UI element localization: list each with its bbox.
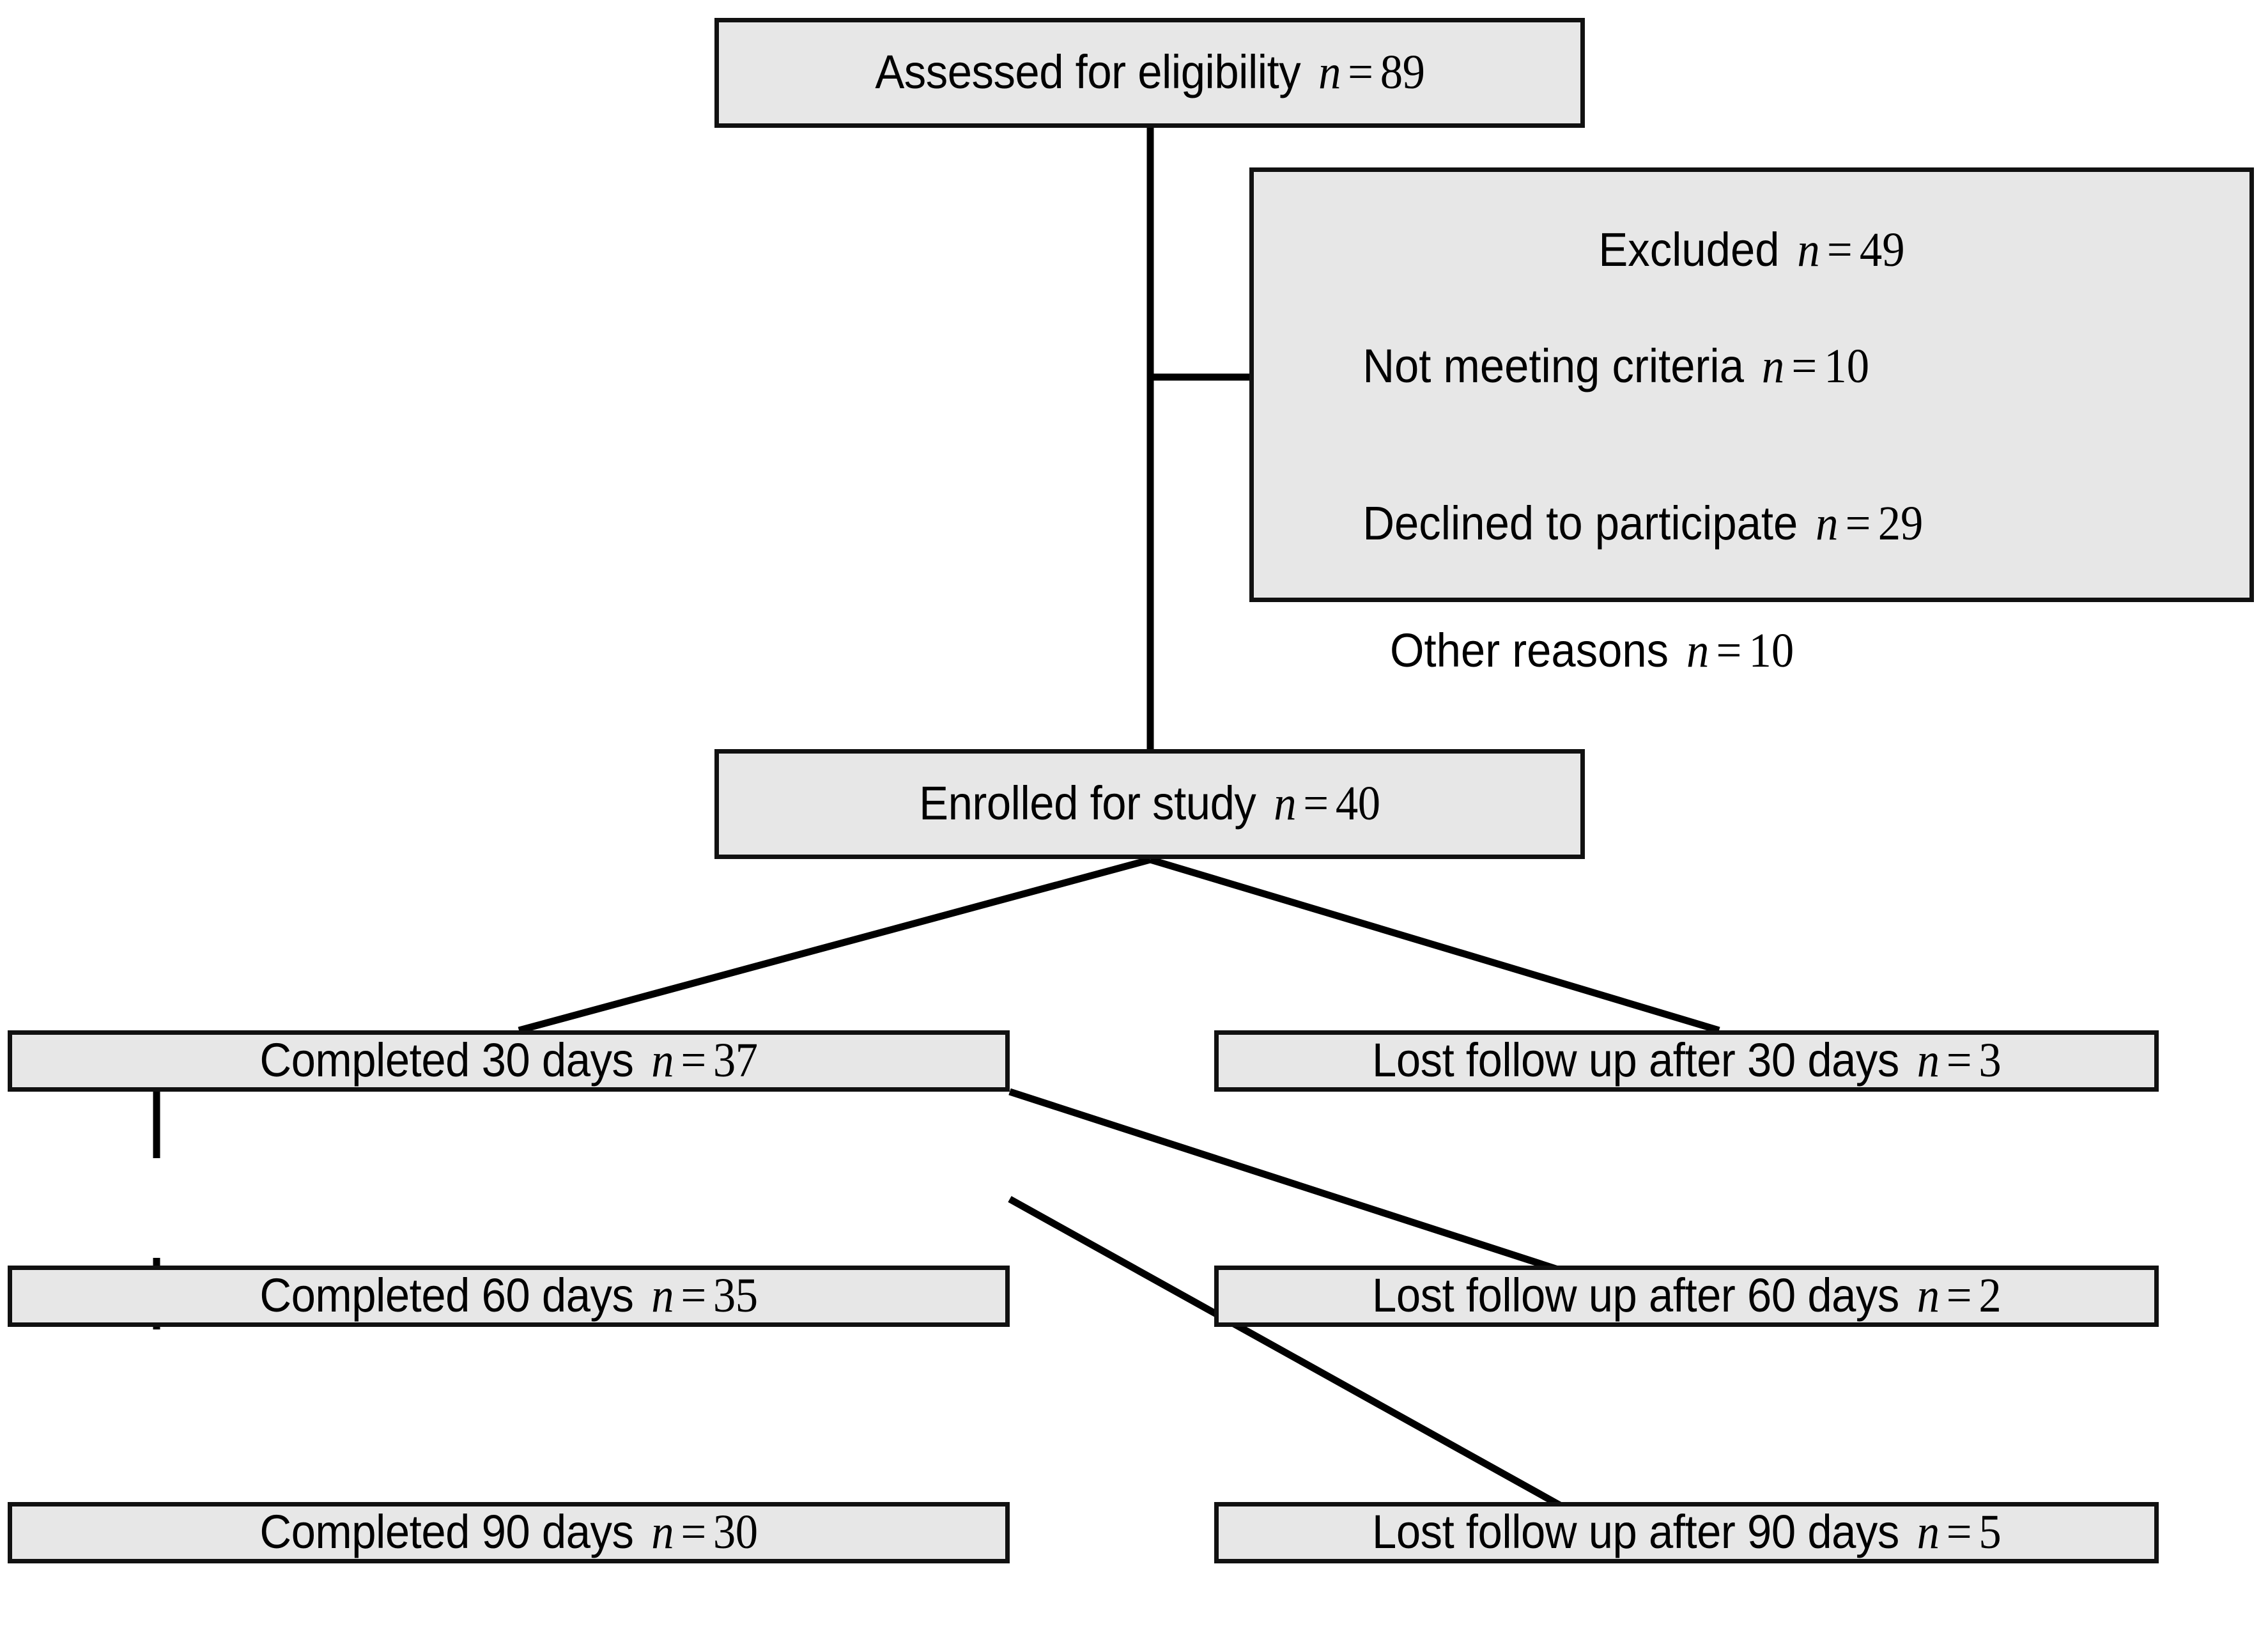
enrolled-text: Enrolled for study	[919, 777, 1256, 830]
excluded-reason-not-meeting-criteria: Not meeting criteria n=10	[1292, 342, 2268, 391]
completed-90-text: Completed 90 days	[259, 1505, 634, 1559]
lost-90-text: Lost follow up after 90 days	[1371, 1505, 1899, 1559]
lost-30-n-value: 3	[1979, 1034, 2002, 1088]
node-lost-90-label: Lost follow up after 90 days n=5	[1371, 1505, 2002, 1560]
completed-30-text: Completed 30 days	[259, 1034, 634, 1087]
node-completed-30-days[interactable]: Completed 30 days n=37	[8, 1030, 1010, 1092]
node-lost-follow-up-90-days[interactable]: Lost follow up after 90 days n=5	[1214, 1502, 2159, 1563]
excluded-equals: =	[1826, 223, 1853, 277]
node-completed-30-label: Completed 30 days n=37	[259, 1034, 758, 1088]
assessed-text: Assessed for eligibility	[874, 45, 1300, 99]
lost-60-equals: =	[1946, 1269, 1972, 1323]
not-meeting-criteria-n-value: 10	[1824, 339, 1870, 393]
excluded-header: Excluded n=49	[1289, 226, 2215, 274]
node-lost-follow-up-30-days[interactable]: Lost follow up after 30 days n=3	[1214, 1030, 2159, 1092]
declined-to-participate-n-value: 29	[1878, 497, 1924, 550]
node-lost-60-label: Lost follow up after 60 days n=2	[1371, 1269, 2002, 1323]
excluded-n-symbol: n	[1797, 223, 1820, 277]
connector-completed30-to-lost60	[1008, 1088, 1567, 1276]
completed-90-n-symbol: n	[651, 1505, 674, 1560]
completed-30-equals: =	[681, 1034, 706, 1088]
declined-to-participate-equals: =	[1845, 497, 1871, 550]
completed-60-equals: =	[681, 1269, 706, 1323]
node-assessed-label: Assessed for eligibility n=89	[874, 45, 1425, 100]
completed-30-n-value: 37	[713, 1034, 758, 1088]
declined-to-participate-n-symbol: n	[1816, 497, 1839, 550]
other-reasons-equals: =	[1716, 624, 1742, 678]
excluded-n-value: 49	[1859, 223, 1905, 277]
excluded-reason-declined-to-participate: Declined to participate n=29	[1292, 499, 2268, 548]
lost-60-n-symbol: n	[1917, 1269, 1940, 1323]
completed-30-n-symbol: n	[651, 1034, 674, 1088]
enrolled-equals: =	[1303, 777, 1329, 831]
node-lost-30-label: Lost follow up after 30 days n=3	[1371, 1034, 2002, 1088]
other-reasons-n-symbol: n	[1686, 624, 1709, 678]
lost-30-text: Lost follow up after 30 days	[1371, 1034, 1899, 1087]
completed-60-n-symbol: n	[651, 1269, 674, 1323]
node-assessed-for-eligibility[interactable]: Assessed for eligibility n=89	[714, 18, 1585, 128]
not-meeting-criteria-equals: =	[1791, 339, 1817, 393]
node-completed-60-label: Completed 60 days n=35	[259, 1269, 758, 1323]
other-reasons-text: Other reasons n=10	[1390, 623, 1794, 679]
node-completed-60-days[interactable]: Completed 60 days n=35	[8, 1266, 1010, 1327]
enrolled-n-value: 40	[1335, 777, 1380, 831]
lost-90-n-symbol: n	[1917, 1505, 1940, 1560]
lost-90-equals: =	[1946, 1505, 1972, 1560]
not-meeting-criteria-text: Not meeting criteria	[1362, 339, 1744, 392]
completed-60-n-value: 35	[713, 1269, 758, 1323]
lost-30-n-symbol: n	[1917, 1034, 1940, 1088]
node-completed-90-label: Completed 90 days n=30	[259, 1505, 758, 1560]
other-reasons-n-value: 10	[1748, 624, 1794, 678]
assessed-n-value: 89	[1380, 45, 1425, 100]
declined-to-participate-text: Declined to participate	[1362, 497, 1798, 550]
enrolled-n-symbol: n	[1274, 777, 1297, 831]
connector-completed60-to-lost90	[1008, 1196, 1568, 1512]
node-lost-follow-up-60-days[interactable]: Lost follow up after 60 days n=2	[1214, 1266, 2159, 1327]
lost-60-text: Lost follow up after 60 days	[1371, 1269, 1899, 1322]
excluded-text: Excluded	[1598, 223, 1780, 276]
completed-90-equals: =	[681, 1505, 706, 1560]
node-enrolled-for-study[interactable]: Enrolled for study n=40	[714, 749, 1585, 859]
completed-90-n-value: 30	[713, 1505, 758, 1560]
not-meeting-criteria-n-symbol: n	[1761, 339, 1785, 393]
lost-60-n-value: 2	[1979, 1269, 2002, 1323]
connector-enrolled-to-lost30	[1149, 856, 1720, 1034]
completed-60-text: Completed 60 days	[259, 1269, 634, 1322]
assessed-equals: =	[1347, 45, 1373, 100]
assessed-n-symbol: n	[1318, 45, 1341, 100]
lost-90-n-value: 5	[1979, 1505, 2002, 1560]
other-reasons-label: Other reasons	[1390, 624, 1669, 677]
connector-enrolled-to-completed30	[518, 856, 1152, 1034]
node-completed-90-days[interactable]: Completed 90 days n=30	[8, 1502, 1010, 1563]
node-enrolled-label: Enrolled for study n=40	[919, 777, 1380, 831]
lost-30-equals: =	[1946, 1034, 1972, 1088]
